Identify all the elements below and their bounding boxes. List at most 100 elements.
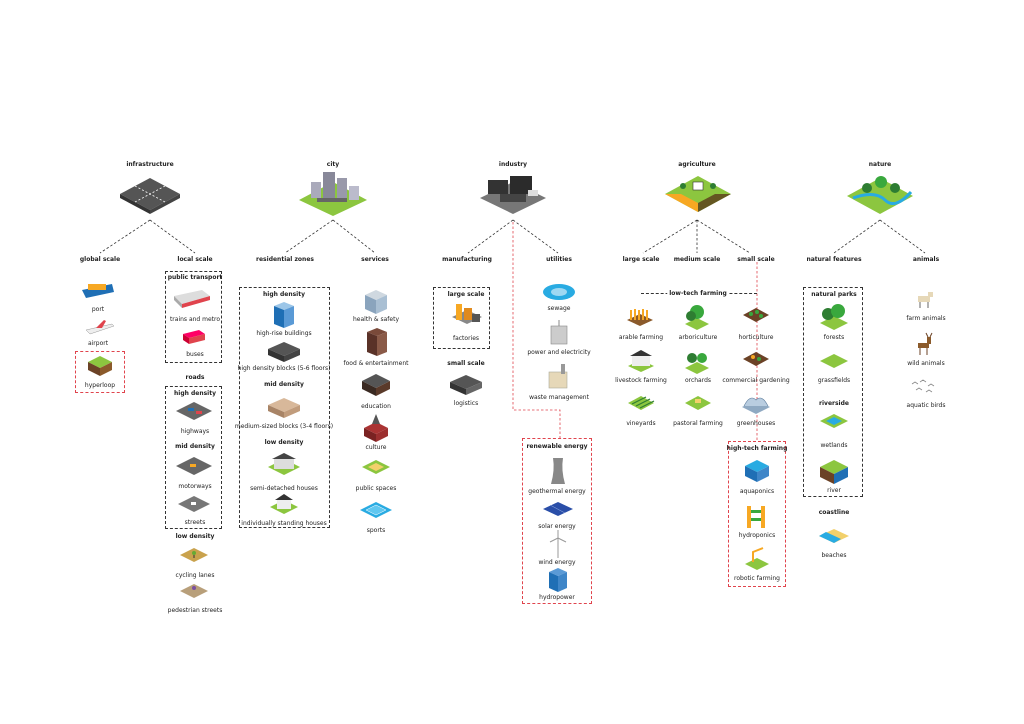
robotic-farming-label: robotic farming <box>734 575 780 582</box>
airplane-icon <box>85 320 115 335</box>
aquatic-birds-label: aquatic birds <box>906 402 946 409</box>
motorway-icon <box>176 457 212 475</box>
sports-field-icon <box>360 502 392 518</box>
public-transport-label: public transport <box>167 274 223 281</box>
airport-label: airport <box>87 340 109 347</box>
cycling-lane-icon <box>180 548 208 562</box>
robotic-arm-icon <box>745 547 769 570</box>
wind-energy-label: wind energy <box>538 559 576 566</box>
hyperloop-highlight-box <box>75 351 125 393</box>
aquaponics-label: aquaponics <box>739 488 775 495</box>
large-scale-industry-box <box>433 287 490 349</box>
industry-block-icon <box>480 176 546 214</box>
renewable-energy-label: renewable energy <box>526 443 588 450</box>
public-spaces-label: public spaces <box>355 485 397 492</box>
utilities-label: utilities <box>546 256 572 263</box>
services-label: services <box>361 256 389 263</box>
hydroponics-icon <box>747 506 765 528</box>
vineyards-label: vineyards <box>626 420 656 427</box>
farm-fields-icon <box>665 176 731 212</box>
city-mid-density-label: mid density <box>264 381 304 388</box>
beaches-label: beaches <box>821 552 847 559</box>
high-density-block-icon <box>268 342 300 362</box>
health-safety-label: health & safety <box>353 316 399 323</box>
high-tech-farming-label: high-tech farming <box>726 445 788 452</box>
public-transport-box <box>165 271 222 363</box>
roads-high-density-label: high density <box>173 390 217 397</box>
high-rise-buildings-label: high-rise buildings <box>256 330 312 337</box>
wetland-icon <box>820 414 848 428</box>
cycling-lanes-label: cycling lanes <box>175 572 215 579</box>
beach-icon <box>819 529 849 543</box>
roads-low-density-label: low density <box>175 533 215 540</box>
arable-farming-label: arable farming <box>618 334 664 341</box>
natural-features-label: natural features <box>806 256 862 263</box>
agri-large-scale-label: large scale <box>622 256 660 263</box>
street-icon <box>178 496 210 512</box>
motorways-label: motorways <box>178 483 212 490</box>
global-scale-label: global scale <box>79 256 121 263</box>
pedestrian-streets-label: pedestrian streets <box>167 607 223 614</box>
horticulture-label: horticulture <box>738 334 774 341</box>
grassfields-label: grassfields <box>817 377 851 384</box>
agri-medium-scale-label: medium scale <box>673 256 721 263</box>
agri-small-scale-label: small scale <box>737 256 775 263</box>
restaurant-icon <box>367 328 387 356</box>
bird-flock-icon <box>911 379 935 393</box>
roads-mid-density-label: mid density <box>175 443 215 450</box>
hyperloop-label: hyperloop <box>84 382 116 389</box>
deer-icon <box>918 332 933 355</box>
wild-animals-label: wild animals <box>907 360 945 367</box>
local-scale-label: local scale <box>177 256 213 263</box>
sports-label: sports <box>366 527 386 534</box>
solar-panel-icon <box>543 502 573 516</box>
medium-sized-blocks-label: medium-sized blocks (3-4 floors) <box>234 423 334 430</box>
coastline-label: coastline <box>818 509 850 516</box>
bus-icon <box>183 330 205 344</box>
power-and-electricity-label: power and electricity <box>527 349 591 356</box>
train-icon <box>174 290 210 308</box>
category-city: city <box>326 161 340 168</box>
geothermal-tower-icon <box>551 458 565 484</box>
solar-energy-label: solar energy <box>538 523 576 530</box>
city-block-icon <box>299 172 367 216</box>
sewage-label: sewage <box>547 305 571 312</box>
river-label: river <box>827 487 841 494</box>
hydropower-dam-icon <box>549 568 567 592</box>
medium-block-icon <box>268 398 300 418</box>
orchard-icon <box>685 353 709 374</box>
waste-plant-icon <box>548 364 568 389</box>
arboriculture-label: arboriculture <box>678 334 718 341</box>
greenhouses-label: greenhouses <box>736 420 776 427</box>
road-intersection-icon <box>120 178 180 214</box>
trains-and-metro-label: trains and metro <box>169 316 221 323</box>
nature-park-icon <box>847 176 913 214</box>
greenhouse-icon <box>742 397 770 414</box>
warehouse-icon <box>450 375 482 395</box>
manufacturing-label: manufacturing <box>442 256 492 263</box>
category-infrastructure: infrastructure <box>126 161 174 168</box>
high-density-blocks-label: high density blocks (5-6 floors) <box>237 365 331 372</box>
highways-label: highways <box>180 428 210 435</box>
wheat-field-icon <box>627 309 653 326</box>
school-icon <box>362 374 390 396</box>
city-high-density-label: high density <box>262 291 306 298</box>
geothermal-energy-label: geothermal energy <box>528 488 586 495</box>
riverside-label: riverside <box>819 400 849 407</box>
hospital-icon <box>365 290 387 314</box>
culture-label: culture <box>365 444 387 451</box>
farm-animals-label: farm animals <box>906 315 946 322</box>
wetlands-label: wetlands <box>820 442 848 449</box>
high-rise-icon <box>274 302 294 328</box>
grassfield-icon <box>820 354 848 368</box>
buses-label: buses <box>186 351 204 358</box>
waste-management-label: waste management <box>529 394 589 401</box>
forest-icon <box>820 304 848 330</box>
low-tech-farming-label: low-tech farming <box>667 290 729 297</box>
hydropower-label: hydropower <box>539 594 575 601</box>
wind-turbine-icon <box>549 530 567 558</box>
residential-zones-box <box>239 287 330 528</box>
industry-small-scale-label: small scale <box>447 360 485 367</box>
industry-large-scale-label: large scale <box>447 291 485 298</box>
